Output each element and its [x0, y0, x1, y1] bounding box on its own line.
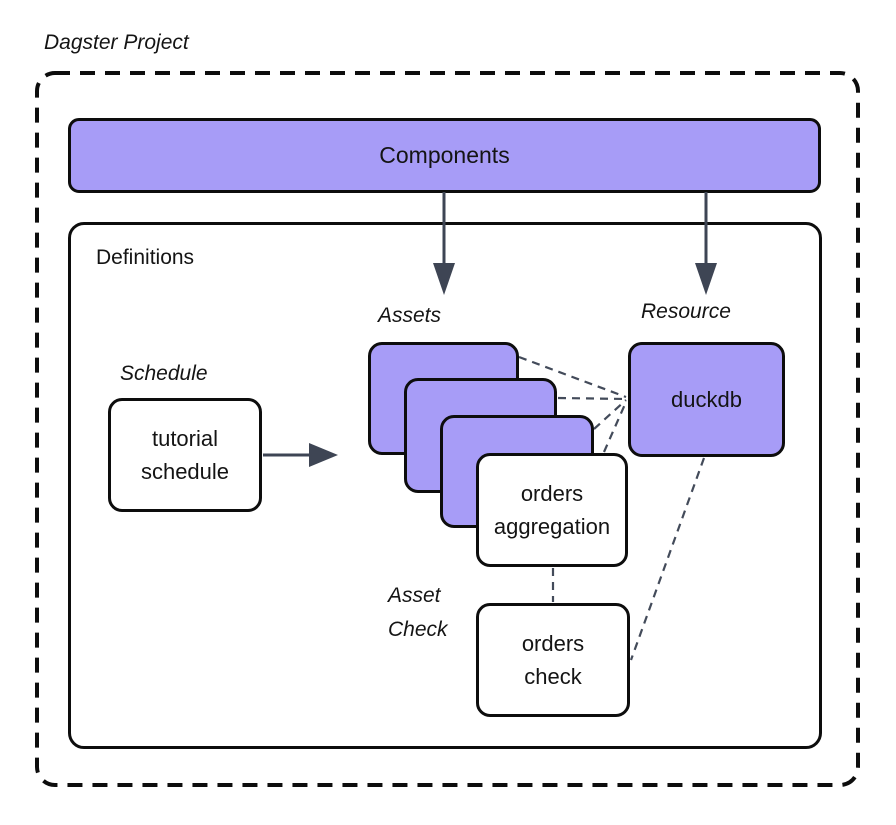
components-node[interactable]: Components [68, 118, 821, 193]
orders-check-node[interactable]: orders check [476, 603, 630, 717]
asset-check-group-label: Asset Check [388, 584, 448, 641]
orders-check-label: orders check [521, 631, 585, 689]
schedule-group-label: Schedule [120, 362, 208, 385]
assets-group-label: Assets [378, 304, 442, 327]
orders-aggregation-node[interactable]: orders aggregation [476, 453, 628, 567]
components-label: Components [379, 142, 510, 168]
diagram-title: Dagster Project [44, 31, 189, 54]
duckdb-resource-node[interactable]: duckdb [628, 342, 785, 457]
duckdb-label: duckdb [671, 387, 742, 412]
definitions-label: Definitions [96, 246, 195, 269]
tutorial-schedule-label: tutorial schedule [140, 426, 230, 484]
tutorial-schedule-node[interactable]: tutorial schedule [108, 398, 262, 512]
resource-group-label: Resource [641, 300, 731, 323]
orders-aggregation-label: orders aggregation [493, 481, 611, 539]
